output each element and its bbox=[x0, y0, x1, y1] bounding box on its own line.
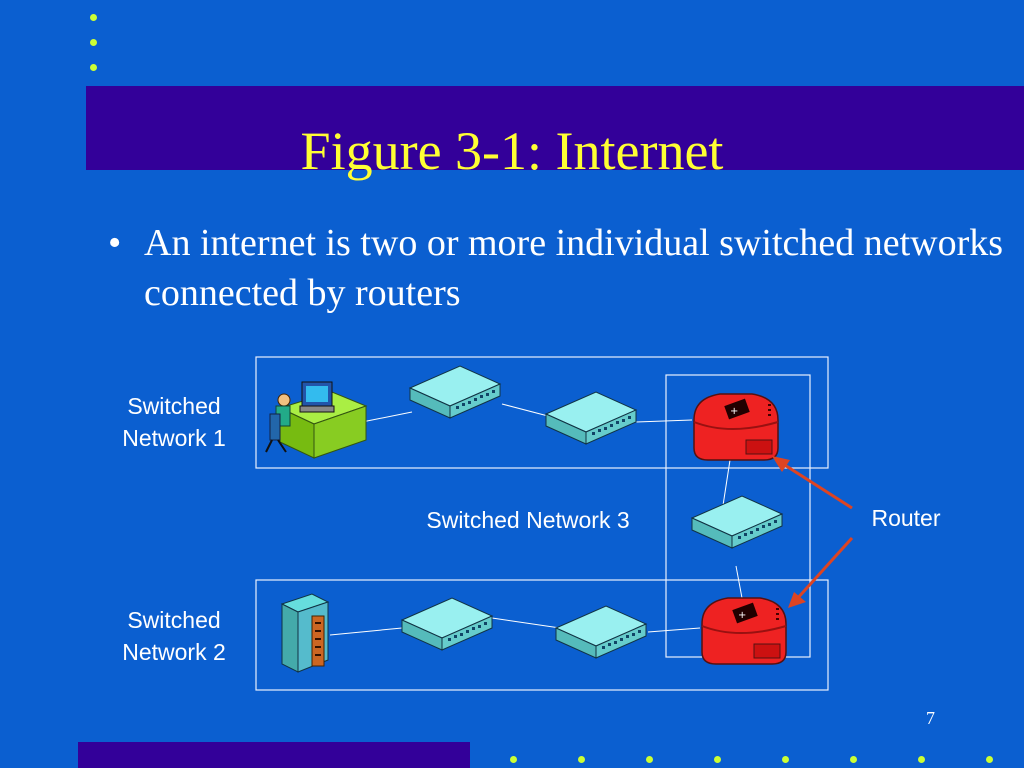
decor-dot bbox=[90, 39, 97, 46]
link-switch5-router2 bbox=[647, 627, 701, 633]
page-number: 7 bbox=[926, 708, 935, 728]
decor-dot bbox=[918, 756, 925, 763]
router-label: Router bbox=[871, 505, 941, 531]
router-callout-arrows bbox=[772, 456, 854, 608]
decor-dot bbox=[714, 756, 721, 763]
router-arrow-1 bbox=[779, 460, 853, 510]
bottom-band bbox=[78, 742, 470, 768]
router-arrow-2-head bbox=[788, 592, 806, 608]
link-pc-switch1 bbox=[361, 411, 413, 423]
link-router1-switch3 bbox=[721, 459, 731, 513]
link-switch1-switch2 bbox=[501, 403, 549, 417]
switch-n3-icon bbox=[691, 495, 783, 549]
router-arrow-1-head bbox=[772, 456, 790, 472]
network3-label: Switched Network 3 bbox=[426, 507, 630, 533]
network2-box bbox=[255, 579, 829, 691]
decor-dot bbox=[986, 756, 993, 763]
network2-label: Switched Network 2 bbox=[122, 607, 226, 666]
network1-label: Switched Network 1 bbox=[122, 393, 226, 452]
decor-dot bbox=[510, 756, 517, 763]
link-switch4-switch5 bbox=[491, 617, 561, 629]
router-2-icon bbox=[701, 597, 787, 665]
router-1-icon bbox=[693, 393, 779, 461]
slide-title: Figure 3-1: Internet bbox=[300, 121, 724, 181]
bullet-mark: • bbox=[108, 222, 122, 264]
decor-dot bbox=[850, 756, 857, 763]
decor-dot bbox=[90, 14, 97, 21]
link-switch3-router2 bbox=[735, 565, 743, 599]
workstation-icon bbox=[265, 381, 368, 459]
router-arrow-2 bbox=[794, 536, 854, 602]
decor-dot bbox=[90, 64, 97, 71]
switch-n2-a-icon bbox=[401, 597, 493, 651]
switch-n1-a-icon bbox=[409, 365, 501, 419]
bullet-text: An internet is two or more individual sw… bbox=[144, 222, 1004, 314]
network1-box bbox=[255, 356, 829, 469]
link-switch2-router1 bbox=[635, 419, 693, 423]
switch-n1-b-icon bbox=[545, 391, 637, 445]
connection-lines bbox=[329, 403, 743, 636]
link-server-switch4 bbox=[329, 627, 403, 636]
decor-dot bbox=[782, 756, 789, 763]
server-icon bbox=[280, 593, 330, 673]
title-band bbox=[86, 86, 1024, 170]
decor-dot bbox=[578, 756, 585, 763]
decor-dot bbox=[646, 756, 653, 763]
switch-n2-b-icon bbox=[555, 605, 647, 659]
